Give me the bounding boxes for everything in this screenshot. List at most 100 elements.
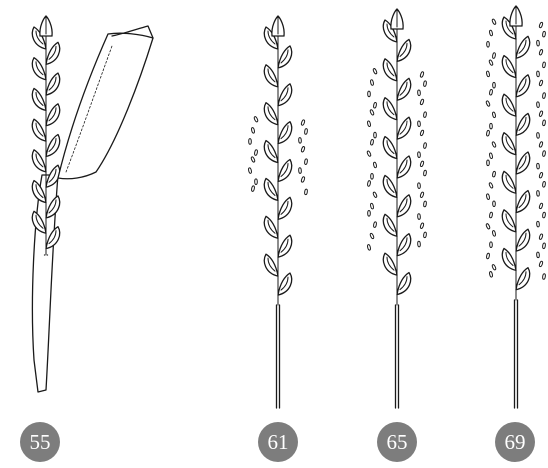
- anther: [301, 119, 305, 125]
- anther: [420, 223, 424, 229]
- spikelet: [278, 160, 292, 182]
- anther: [418, 121, 421, 127]
- spikelet: [397, 78, 411, 100]
- anther: [537, 40, 540, 46]
- anther: [420, 130, 424, 136]
- spikelet: [516, 191, 530, 213]
- spikelet: [383, 98, 397, 120]
- spikelet: [397, 234, 411, 256]
- anther: [489, 153, 493, 159]
- spikelet: [264, 103, 278, 125]
- anther: [367, 151, 372, 157]
- anther: [539, 203, 543, 209]
- spikelet: [264, 254, 278, 276]
- anther: [299, 168, 302, 174]
- anther: [420, 99, 424, 105]
- anther: [537, 102, 540, 108]
- anther: [486, 223, 491, 229]
- spikelet: [383, 59, 397, 81]
- anther: [492, 171, 496, 177]
- spikelet: [397, 273, 411, 295]
- spikelet: [502, 171, 516, 193]
- spikelet: [397, 39, 411, 61]
- anther: [493, 82, 496, 88]
- spikelet: [46, 104, 60, 126]
- anther: [370, 80, 374, 86]
- spikelet: [264, 178, 278, 200]
- spikelet: [278, 122, 292, 144]
- anther: [367, 121, 371, 127]
- anther: [492, 53, 496, 59]
- anther: [255, 179, 258, 185]
- anther: [486, 71, 490, 77]
- anther: [251, 127, 255, 133]
- anther: [537, 190, 540, 196]
- anther: [418, 152, 421, 158]
- anther: [489, 182, 494, 188]
- anther: [418, 183, 421, 189]
- anther: [486, 194, 490, 200]
- anther: [542, 120, 545, 126]
- anther: [420, 161, 424, 167]
- spikelet: [278, 273, 292, 295]
- anther: [489, 271, 493, 277]
- anther: [539, 111, 543, 117]
- spikelet: [278, 84, 292, 106]
- anther: [486, 100, 491, 106]
- spikelet: [502, 133, 516, 155]
- anther: [423, 170, 426, 176]
- flag-leaf: [58, 33, 153, 179]
- anther: [492, 141, 497, 147]
- anther: [254, 150, 258, 156]
- spikelet: [502, 56, 516, 78]
- anther: [542, 212, 545, 218]
- anther: [492, 264, 497, 270]
- spikelet: [46, 73, 60, 95]
- anther: [367, 244, 371, 250]
- anther: [539, 49, 543, 55]
- anther: [539, 234, 543, 240]
- anther: [373, 162, 377, 168]
- anther: [493, 201, 496, 207]
- anther: [418, 90, 421, 96]
- anther: [370, 233, 375, 239]
- anther: [423, 81, 426, 87]
- spikelet: [46, 42, 60, 64]
- anther: [490, 123, 493, 129]
- anther: [251, 156, 256, 162]
- wheat-ear-stage-61: [248, 16, 308, 408]
- anther: [304, 159, 307, 165]
- anther: [301, 146, 305, 152]
- spikelet: [46, 135, 60, 157]
- anther: [537, 71, 540, 77]
- spikelet: [383, 253, 397, 275]
- anther: [537, 252, 540, 258]
- spikelet: [32, 58, 46, 80]
- anther: [487, 41, 490, 47]
- anther: [492, 230, 496, 236]
- spikelet: [397, 195, 411, 217]
- spikelet: [278, 235, 292, 257]
- anther: [542, 151, 545, 157]
- anther: [251, 186, 255, 192]
- spikelet: [516, 75, 530, 97]
- anther: [418, 241, 421, 247]
- anther: [254, 116, 259, 122]
- wheat-ear-stage-55: [32, 16, 153, 392]
- spikelet: [516, 152, 530, 174]
- anther: [542, 181, 545, 187]
- anther: [370, 109, 375, 115]
- spikelet: [502, 210, 516, 232]
- anther: [537, 163, 540, 169]
- spikelet: [516, 36, 530, 58]
- anther: [489, 212, 493, 218]
- anther: [373, 68, 378, 74]
- anther: [542, 93, 545, 99]
- anther: [371, 173, 374, 179]
- spikelet: [383, 175, 397, 197]
- anther: [542, 274, 545, 280]
- anther: [299, 137, 302, 143]
- spikelet: [264, 216, 278, 238]
